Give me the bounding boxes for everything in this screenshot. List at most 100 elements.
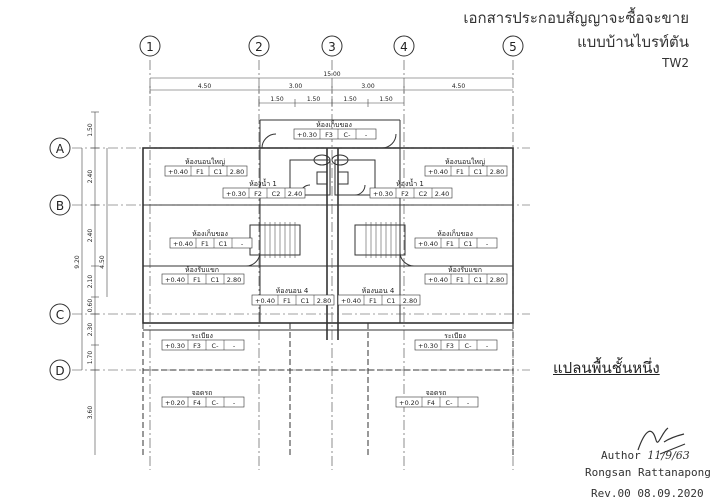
room-name: ห้องเก็บของ [192,229,228,238]
left-total-label: 9.20 [74,255,81,269]
column-marker-1 [139,35,161,57]
column-marker-label-1: 1 [146,40,154,54]
room-spec-value: F1 [196,168,204,176]
row-marker-label-D: D [55,364,64,378]
room-spec-value: +0.40 [418,240,438,248]
room-spec-value: C1 [219,240,228,248]
column-marker-2 [248,35,270,57]
sub-dimension-label: 1.50 [307,96,321,103]
room-spec-value: F3 [193,342,201,350]
span-dimension-label: 3.00 [289,83,303,90]
room-spec-value: C1 [387,297,396,305]
room-spec-value: C- [212,342,220,350]
room-spec-value: +0.30 [297,131,317,139]
row-marker-label-C: C [56,308,64,322]
sub-dimension-label: 1.50 [343,96,357,103]
room-spec-value: C2 [419,190,428,198]
room-spec-value: C1 [211,276,220,284]
span-dimension-label: 3.00 [361,83,375,90]
room-spec-value: C1 [214,168,223,176]
room-spec-box [161,396,245,408]
signature-date: 11/9/63 [647,449,690,462]
room-spec-box [161,273,245,285]
room-name: ห้องนอน 4 [276,287,309,295]
room-spec-value: F1 [283,297,291,305]
room-spec-value: C- [212,399,220,407]
grid-lines [72,60,530,470]
left-dimension-label: 2.10 [87,275,94,289]
overall-dimension-label: 15.00 [323,71,340,78]
row-marker-label-B: B [56,199,64,213]
room-spec-box [222,187,306,199]
room-spec-value: - [486,342,489,350]
room-spec-value: - [486,240,489,248]
column-marker-label-3: 3 [328,40,336,54]
author-name: Rongsan Rattanapong [585,466,711,479]
house-model-name: แบบบ้านไบรท์ตัน [577,33,689,51]
room-spec-value: F3 [325,131,333,139]
room-spec-value: +0.30 [373,190,393,198]
room-spec-value: +0.30 [165,342,185,350]
room-name: ห้องนอน 4 [362,287,395,295]
column-marker-label-2: 2 [255,40,263,54]
room-spec-box [164,165,248,177]
left-dimension-label: 3.60 [87,406,94,420]
room-name: ระเบียง [191,332,213,340]
room-name: ระเบียง [444,332,466,340]
room-name: ห้องน้ำ 1 [249,177,277,188]
span-dimension-label: 4.50 [198,83,212,90]
room-spec-value: F1 [201,240,209,248]
room-spec-value: +0.40 [173,240,193,248]
room-spec-value: C1 [464,240,473,248]
room-spec-value: - [467,399,470,407]
room-spec-value: 2.80 [490,276,504,284]
room-spec-value: 2.80 [227,276,241,284]
room-spec-box [414,237,498,249]
row-marker-D [49,359,71,381]
room-name: ห้องนอนใหญ่ [185,157,225,166]
room-spec-value: 2.80 [490,168,504,176]
span-dimension-label: 4.50 [452,83,466,90]
left-dimension-label: 2.30 [87,323,94,337]
room-spec-value: C- [465,342,473,350]
left-dimension-label: 2.40 [87,229,94,243]
room-spec-value: C- [446,399,454,407]
room-name: จอดรถ [192,389,213,397]
column-marker-5 [502,35,524,57]
sub-dimension-label: 1.50 [379,96,393,103]
room-name: ห้องรับแขก [185,266,219,274]
room-spec-value: C- [344,131,352,139]
room-spec-value: +0.40 [428,276,448,284]
room-spec-value: +0.30 [226,190,246,198]
row-marker-label-A: A [56,142,65,156]
column-marker-4 [393,35,415,57]
left-dimension-label: 1.50 [87,123,94,137]
room-spec-value: F1 [456,168,464,176]
room-spec-value: C1 [301,297,310,305]
revision-note: Rev.00 08.09.2020 [591,487,704,500]
room-spec-value: F3 [446,342,454,350]
room-spec-box [424,273,508,285]
room-spec-value: +0.40 [165,276,185,284]
author-label: Author [601,449,641,462]
room-spec-box [337,294,421,306]
room-spec-value: C1 [474,168,483,176]
room-spec-value: 2.80 [317,297,331,305]
left-dimension-label: 1.70 [87,351,94,365]
room-spec-value: +0.20 [399,399,419,407]
row-marker-B [49,194,71,216]
